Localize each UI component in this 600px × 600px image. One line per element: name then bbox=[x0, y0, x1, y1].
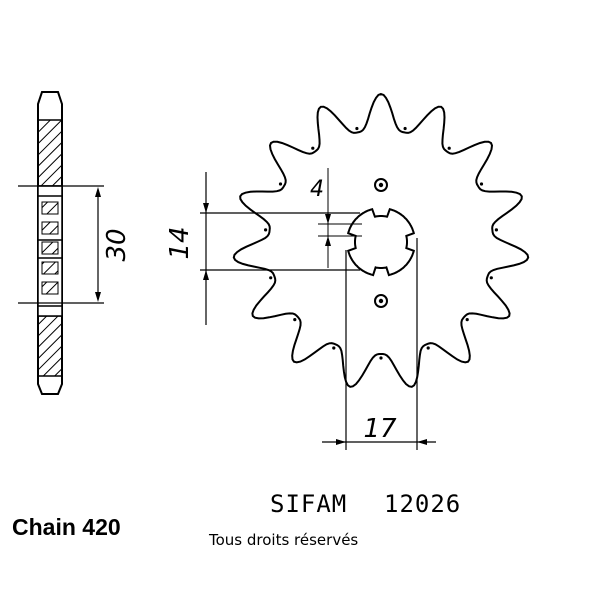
side-view-outline bbox=[37, 91, 63, 395]
chain-size: Chain 420 bbox=[12, 514, 121, 540]
tooth-root-mark bbox=[278, 182, 283, 186]
tooth-root-mark bbox=[426, 346, 430, 350]
tooth-root-mark bbox=[293, 318, 297, 322]
mounting-hole-bottom bbox=[374, 294, 388, 308]
rights-notice: Tous droits réservés bbox=[208, 531, 358, 549]
brand-name: SIFAM bbox=[270, 490, 347, 518]
tooth-root-mark bbox=[447, 146, 451, 150]
front-view: 4 14 17 bbox=[165, 92, 530, 450]
tooth-root-mark bbox=[403, 126, 407, 131]
splined-bore bbox=[347, 208, 415, 277]
tooth-root-mark bbox=[479, 182, 484, 186]
tooth-root-mark bbox=[264, 228, 268, 232]
side-view: 30 bbox=[18, 91, 132, 395]
spline-width-dimension-label: 17 bbox=[363, 414, 397, 444]
bore-dimension-label: 4 bbox=[310, 177, 324, 202]
tooth-root-mark bbox=[332, 346, 336, 350]
tooth-tip-marks bbox=[264, 126, 498, 360]
sprocket-outline bbox=[232, 92, 530, 388]
thickness-dimension-label: 30 bbox=[102, 228, 132, 261]
side-view-hatch-top bbox=[37, 119, 63, 187]
side-view-hub bbox=[37, 185, 63, 317]
side-view-hatch-bottom bbox=[37, 315, 63, 377]
tooth-root-mark bbox=[494, 228, 498, 232]
tooth-root-mark bbox=[355, 126, 359, 131]
tooth-root-mark bbox=[465, 318, 469, 322]
tooth-root-mark bbox=[489, 276, 493, 280]
mounting-hole-top bbox=[374, 178, 388, 192]
tooth-root-mark bbox=[379, 356, 383, 360]
tooth-root-mark bbox=[269, 276, 273, 280]
spline-height-dimension-label: 14 bbox=[165, 226, 195, 259]
tooth-root-mark bbox=[311, 146, 315, 150]
part-number: 12026 bbox=[384, 490, 461, 518]
